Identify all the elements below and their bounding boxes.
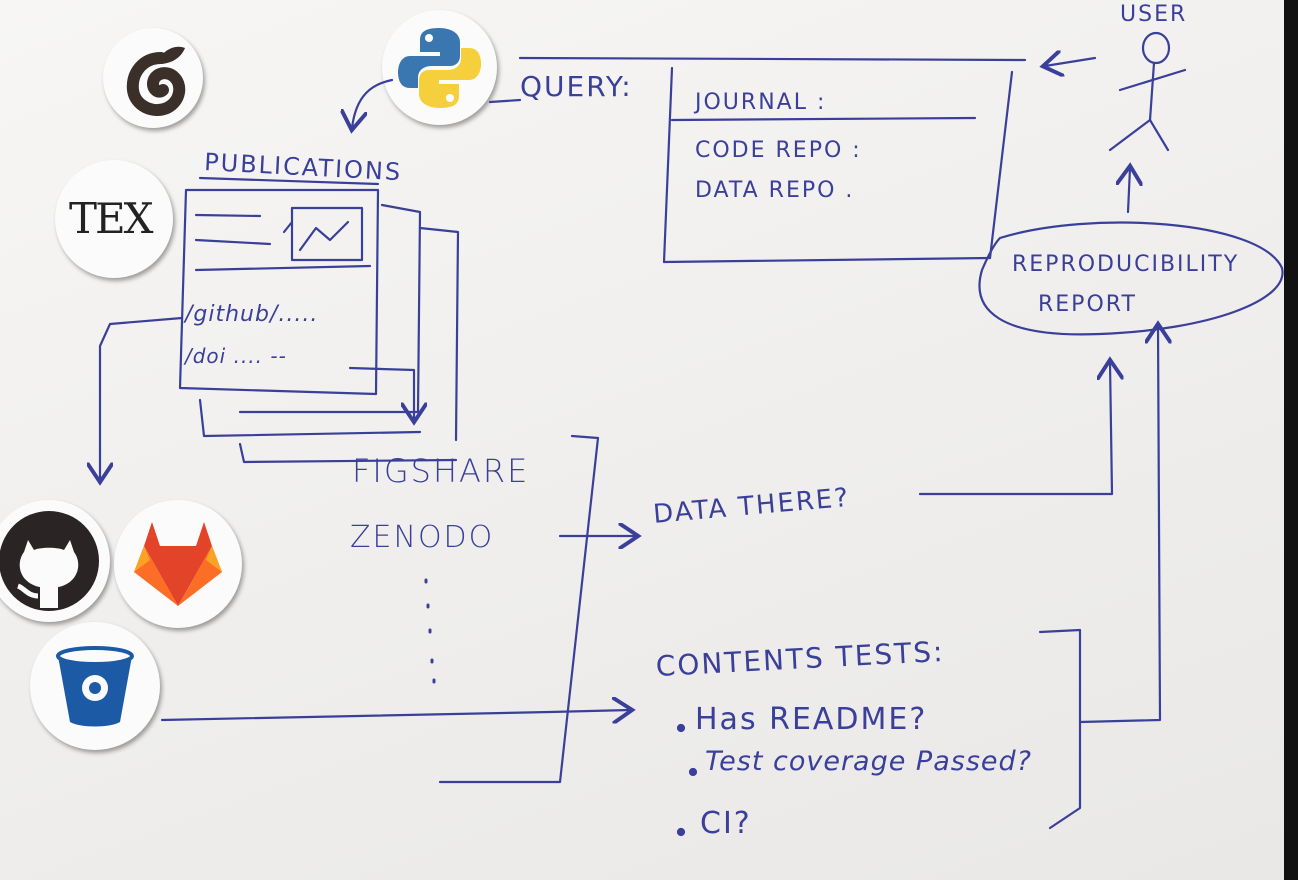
pub-link-doi: /doi .... -- [185, 344, 287, 368]
report-line-1: REPRODUCIBILITY [1012, 252, 1240, 277]
data-repo-zenodo: ZENODO [350, 520, 495, 555]
contents-item-ci: CI? [700, 806, 752, 841]
table-edge [1284, 0, 1298, 880]
overleaf-icon [103, 28, 203, 128]
user-label: USER [1120, 2, 1188, 27]
query-field-code-repo: CODE REPO : [695, 138, 862, 163]
pub-link-github: /github/..... [185, 302, 319, 327]
gitlab-icon [114, 500, 242, 628]
tex-label: TEX [69, 194, 154, 243]
user-icon [1108, 31, 1187, 152]
query-field-journal: JOURNAL : [695, 90, 827, 115]
contents-item-readme: Has README? [695, 702, 928, 737]
contents-item-coverage: Test coverage Passed? [705, 746, 1032, 777]
query-field-data-repo: DATA REPO . [695, 178, 855, 203]
bitbucket-icon [30, 622, 160, 750]
python-icon [382, 10, 497, 125]
query-label: QUERY: [520, 70, 633, 103]
report-line-2: REPORT [1038, 292, 1137, 317]
github-icon [0, 500, 110, 622]
data-repo-figshare: FIGSHARE [352, 452, 530, 490]
tex-icon: TEX [55, 160, 173, 278]
